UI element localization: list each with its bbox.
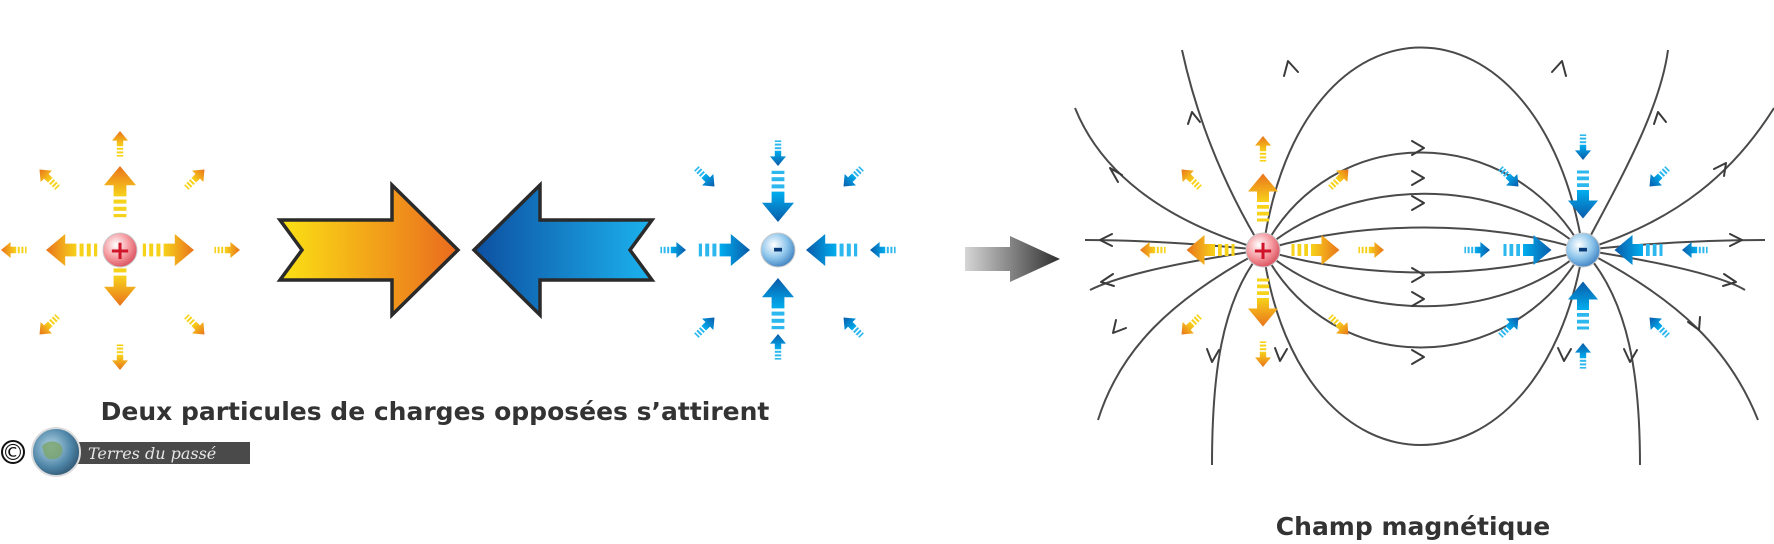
big-blue-arrow: [471, 180, 656, 320]
negative-sign-right: -: [1578, 234, 1589, 264]
big-yellow-orange-arrow: [276, 180, 461, 320]
negative-charge-field-left: -: [660, 140, 896, 360]
positive-charge-field-right: +: [1140, 136, 1384, 367]
positive-sign: +: [109, 236, 131, 266]
positive-particle-right: +: [1245, 232, 1281, 268]
negative-sign: -: [773, 234, 784, 264]
negative-particle: -: [760, 232, 796, 268]
copyright-symbol: ©: [2, 441, 24, 466]
watermark-text: Terres du passé: [88, 444, 216, 463]
positive-particle: +: [102, 232, 138, 268]
positive-charge-field-left: +: [0, 131, 240, 370]
field-line-arrowheads: [1099, 60, 1743, 365]
caption-attraction: Deux particules de charges opposées s’at…: [101, 397, 770, 426]
negative-charge-field-right: -: [1464, 134, 1708, 369]
negative-particle-right: -: [1565, 232, 1601, 268]
field-lines: [1074, 46, 1774, 466]
watermark-logo: © Terres du passé: [1, 427, 250, 477]
attraction-arrows: [276, 180, 656, 320]
positive-sign-right: +: [1252, 236, 1274, 266]
caption-field: Champ magnétique: [1276, 512, 1550, 541]
transition-arrow: [965, 236, 1060, 282]
